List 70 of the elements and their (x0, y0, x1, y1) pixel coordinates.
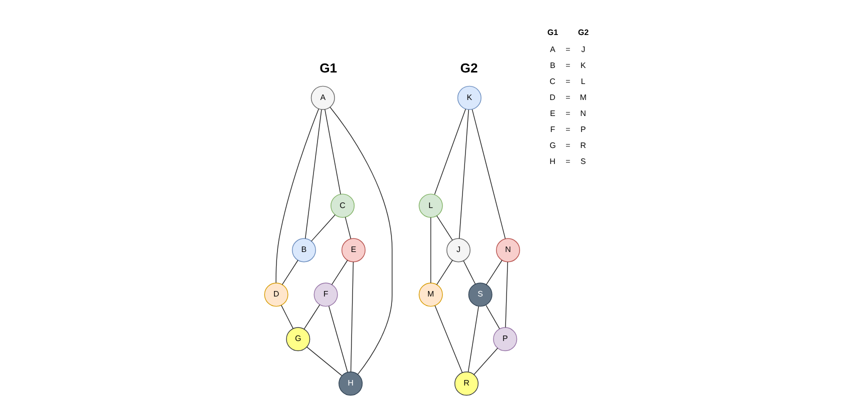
label: = (565, 92, 570, 102)
label: R (580, 140, 586, 150)
connector (434, 305, 462, 373)
label: P (580, 124, 586, 134)
connector (430, 217, 431, 284)
connector (485, 304, 500, 330)
connector (329, 106, 392, 375)
label: = (565, 44, 570, 54)
label: G (549, 140, 556, 150)
node-circle: M (418, 282, 442, 307)
node-circle: B (291, 238, 316, 262)
label: M (579, 92, 586, 102)
node-circle: L (418, 194, 442, 218)
label: N (580, 108, 586, 118)
node-circle: A (310, 86, 334, 110)
node-circle: C (330, 194, 354, 218)
node-circle: H (338, 372, 362, 396)
label: G2 (578, 28, 588, 38)
connector (436, 260, 452, 285)
node-circle: J (446, 238, 470, 262)
label: H (549, 157, 555, 166)
label: J (580, 44, 585, 54)
label: C (549, 76, 555, 86)
connector (344, 216, 351, 240)
connector (467, 306, 478, 372)
connector (330, 260, 348, 285)
node-circle: E (340, 238, 366, 262)
label: D (549, 92, 555, 102)
label: = (565, 124, 570, 134)
connector (281, 260, 298, 285)
connector (328, 306, 348, 372)
node-circle: N (496, 238, 520, 262)
connector (504, 262, 508, 328)
label: G1 (546, 28, 558, 38)
connector (485, 260, 502, 285)
connector (275, 108, 319, 284)
node-circle: P (492, 327, 517, 352)
label: = (565, 157, 570, 166)
label: G2 (460, 60, 478, 76)
connector (434, 108, 466, 195)
label: K (580, 60, 586, 70)
label: E (549, 108, 555, 118)
label: L (580, 76, 585, 86)
connector (304, 109, 322, 239)
label: A (549, 44, 555, 54)
label: = (565, 76, 570, 86)
connector (462, 260, 476, 284)
label: = (565, 108, 570, 118)
node-circle: S (468, 282, 492, 307)
connector (471, 109, 506, 240)
node-circle: R (454, 372, 478, 396)
label: G1 (319, 60, 337, 76)
connector (458, 109, 468, 239)
connector (310, 214, 335, 242)
label: B (549, 60, 555, 70)
connector (324, 109, 340, 195)
node-circle: K (456, 86, 481, 110)
connector (280, 304, 293, 329)
label: = (565, 60, 570, 70)
node-circle: D (264, 282, 288, 307)
connector (473, 348, 498, 375)
label: = (565, 140, 570, 150)
node-circle: G (286, 327, 310, 352)
connector (306, 346, 342, 376)
connector (436, 215, 452, 240)
node-circle: F (313, 282, 338, 307)
label: F (550, 124, 555, 134)
connector (303, 304, 320, 330)
label: S (580, 157, 586, 166)
connector (350, 262, 354, 372)
